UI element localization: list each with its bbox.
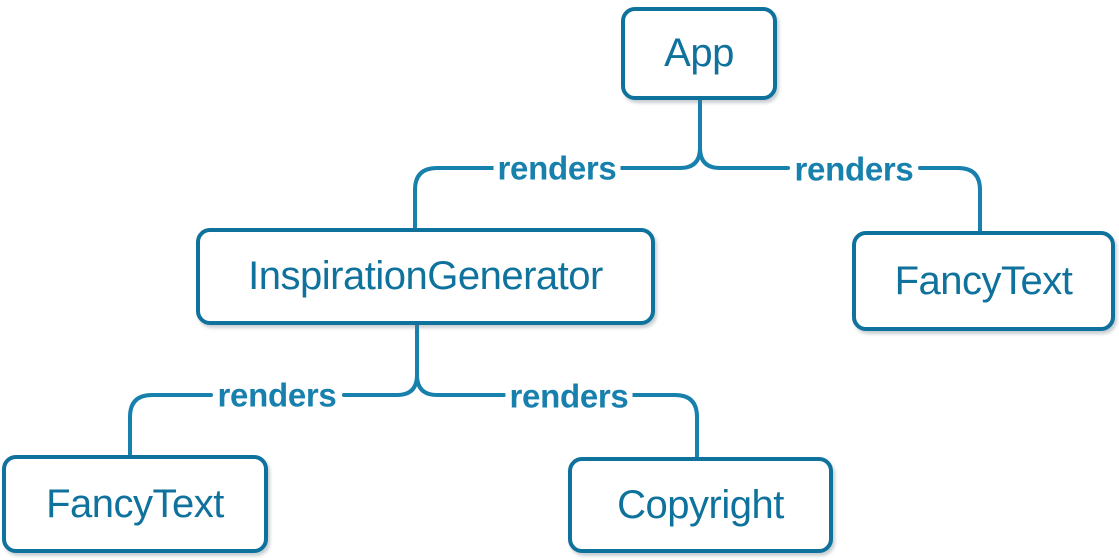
node-fancy-text-top: FancyText (852, 231, 1115, 331)
edge-label-app-fancy-text: renders (790, 152, 918, 186)
node-inspiration-generator-label: InspirationGenerator (248, 254, 603, 298)
node-app: App (621, 7, 777, 100)
node-inspiration-generator: InspirationGenerator (196, 228, 655, 325)
node-app-label: App (664, 31, 734, 75)
node-fancy-text-bottom: FancyText (2, 455, 268, 553)
node-fancy-text-bottom-label: FancyText (46, 481, 224, 526)
edge-label-app-inspiration-generator: renders (493, 151, 621, 185)
edge-label-inspiration-generator-fancy-text: renders (213, 378, 341, 412)
node-fancy-text-top-label: FancyText (894, 258, 1073, 303)
node-copyright: Copyright (568, 457, 833, 553)
node-copyright-label: Copyright (617, 482, 784, 527)
edge-label-inspiration-generator-copyright: renders (505, 379, 633, 413)
